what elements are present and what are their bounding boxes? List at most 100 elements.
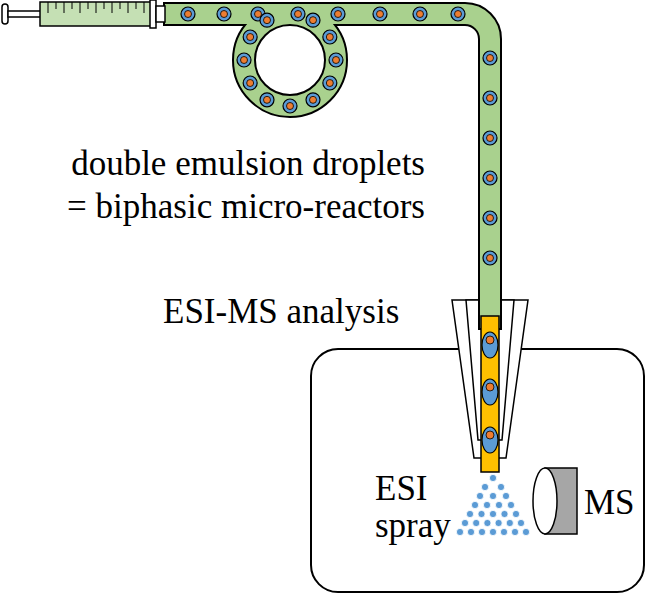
spray-droplet xyxy=(506,519,513,526)
syringe-rod xyxy=(8,11,41,17)
droplet-core xyxy=(264,96,271,103)
droplet-outer xyxy=(181,7,195,21)
droplet-outer xyxy=(306,13,320,27)
droplet-core xyxy=(326,80,333,87)
droplet-outer xyxy=(260,93,274,107)
droplet-outer xyxy=(243,30,257,44)
droplet-outer xyxy=(323,30,337,44)
droplet-outer xyxy=(451,7,465,21)
droplet-core xyxy=(487,135,494,142)
droplet-outer xyxy=(482,379,498,405)
droplet-outer xyxy=(483,131,497,145)
droplet-core xyxy=(264,17,271,24)
droplet-outer xyxy=(331,7,345,21)
spray-droplet xyxy=(467,528,474,535)
droplet-core xyxy=(295,11,302,18)
droplet-outer xyxy=(306,93,320,107)
droplet-core xyxy=(241,57,248,64)
syringe-hub xyxy=(156,6,165,22)
ms-label: MS xyxy=(584,482,635,524)
spray-droplet xyxy=(495,501,502,508)
droplet-caption: double emulsion droplets = biphasic micr… xyxy=(43,142,425,228)
spray-droplet xyxy=(456,528,463,535)
droplet-outer xyxy=(217,7,231,21)
droplet-outer xyxy=(291,7,305,21)
droplet-outer xyxy=(483,91,497,105)
spray-droplet xyxy=(473,519,480,526)
syringe-tick xyxy=(120,2,121,9)
droplet-outer xyxy=(482,427,498,453)
spray-droplet xyxy=(489,528,496,535)
syringe-flange xyxy=(150,0,156,28)
spray-droplet xyxy=(511,528,518,535)
droplet-outer xyxy=(413,7,427,21)
droplet-core xyxy=(310,17,317,24)
spray-droplet xyxy=(517,519,524,526)
droplet-core xyxy=(487,55,494,62)
droplet-outer xyxy=(483,211,497,225)
droplet-core xyxy=(455,11,462,18)
droplet-outer xyxy=(483,251,497,265)
syringe-tick xyxy=(144,2,145,13)
droplet-outer xyxy=(243,76,257,90)
droplet-outer xyxy=(260,13,274,27)
spray-label: ESI spray xyxy=(375,470,455,544)
droplet-core xyxy=(287,103,294,110)
droplet-core xyxy=(185,11,192,18)
syringe-tick xyxy=(136,2,137,9)
droplet-core xyxy=(487,215,494,222)
droplet-core xyxy=(333,57,340,64)
spray-droplet xyxy=(489,492,496,499)
spray-droplet xyxy=(489,510,496,517)
droplet-core xyxy=(487,95,494,102)
syringe-barrel xyxy=(40,2,152,26)
spray-droplet xyxy=(484,519,491,526)
spray-droplet xyxy=(522,528,529,535)
droplet-outer xyxy=(323,76,337,90)
droplet-outer xyxy=(482,332,498,358)
tube-loop xyxy=(244,14,336,106)
droplet-core xyxy=(247,80,254,87)
droplet-core xyxy=(326,34,333,41)
droplet-outer xyxy=(283,99,297,113)
syringe-tick xyxy=(48,2,49,13)
syringe-tick xyxy=(72,2,73,9)
droplet-core xyxy=(247,34,254,41)
droplet-outer xyxy=(373,7,387,21)
droplet-core xyxy=(486,431,494,439)
syringe-tick xyxy=(88,2,89,9)
droplet-core xyxy=(417,11,424,18)
droplet-outer xyxy=(483,51,497,65)
syringe-tick xyxy=(64,2,65,13)
droplet-core xyxy=(335,11,342,18)
spray-droplet xyxy=(476,492,483,499)
ms-inlet-face xyxy=(533,468,557,534)
droplet-outer xyxy=(329,53,343,67)
droplet-core xyxy=(486,336,494,344)
spray-droplet xyxy=(489,474,496,481)
spray-droplet xyxy=(507,501,514,508)
method-label: ESI-MS analysis xyxy=(163,291,399,333)
syringe-tick xyxy=(56,2,57,9)
spray-droplet xyxy=(461,519,468,526)
syringe-tick xyxy=(104,2,105,9)
droplet-core xyxy=(221,11,228,18)
capillary xyxy=(481,316,499,472)
spray-droplet xyxy=(500,528,507,535)
spray-droplet xyxy=(466,510,473,517)
droplet-core xyxy=(487,175,494,182)
spray-droplet xyxy=(502,492,509,499)
spray-droplet xyxy=(471,501,478,508)
droplet-outer xyxy=(237,53,251,67)
spray-droplet xyxy=(481,483,488,490)
spray-droplet xyxy=(512,510,519,517)
spray-droplet xyxy=(478,528,485,535)
syringe-tick xyxy=(112,2,113,13)
droplet-core xyxy=(486,383,494,391)
spray-droplet xyxy=(495,519,502,526)
syringe-tick xyxy=(128,2,129,13)
syringe-tick xyxy=(96,2,97,13)
droplet-core xyxy=(310,96,317,103)
spray-droplet xyxy=(497,483,504,490)
